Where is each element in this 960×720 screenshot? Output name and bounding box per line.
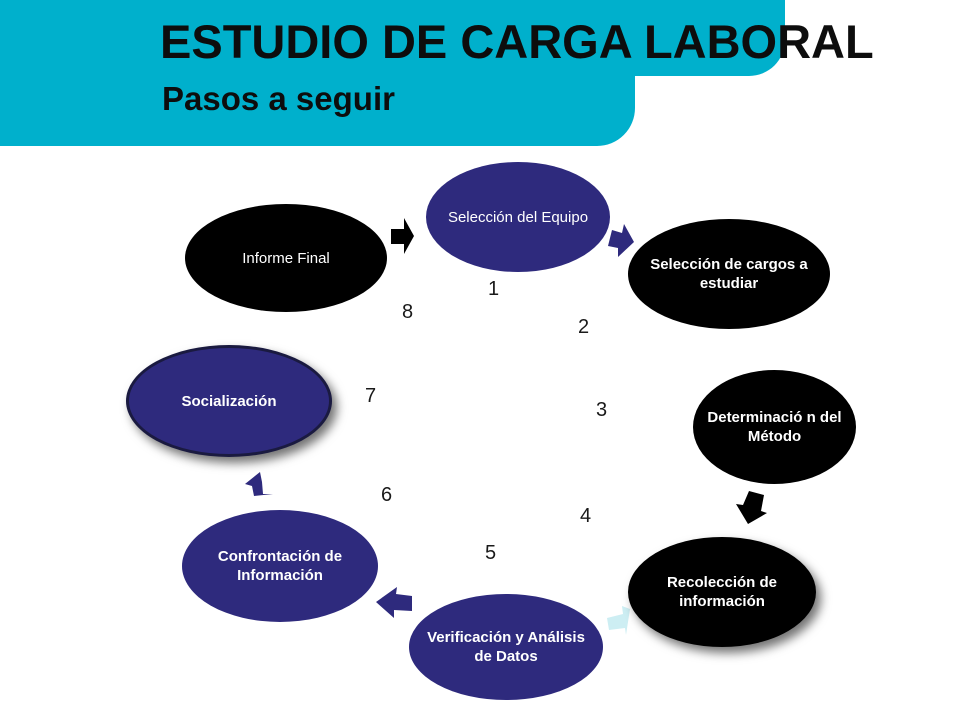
step-node-6: Confrontación de Información: [182, 510, 378, 622]
page-subtitle: Pasos a seguir: [162, 80, 395, 117]
arrow-1-to-2: [608, 224, 634, 257]
header-bar: [0, 0, 635, 146]
arrow-6-to-7: [245, 472, 273, 496]
page-title: ESTUDIO DE CARGA LABORAL: [160, 15, 874, 68]
step-number-7: 7: [365, 385, 377, 407]
step-label-4: Recolección de información: [666, 574, 778, 610]
step-node-1: Selección del Equipo: [426, 162, 610, 272]
step-node-3: Determinació n del Método: [693, 370, 856, 484]
step-node-5: Verificación y Análisis de Datos: [409, 594, 603, 700]
arrow-4-to-5: [607, 606, 630, 635]
step-number-4: 4: [580, 505, 592, 527]
step-node-8: Informe Final: [185, 204, 387, 312]
step-label-7: Socialización: [181, 392, 277, 410]
step-number-5: 5: [485, 542, 497, 564]
step-node-2: Selección de cargos a estudiar: [628, 219, 830, 329]
step-number-2: 2: [578, 316, 590, 338]
arrow-3-to-4: [736, 491, 767, 524]
step-label-6: Confrontación de Información: [217, 548, 343, 584]
step-label-5: Verificación y Análisis de Datos: [427, 629, 585, 665]
step-label-8: Informe Final: [242, 249, 330, 267]
step-node-4: Recolección de información: [628, 537, 816, 647]
step-number-3: 3: [596, 399, 608, 421]
arrow-5-to-6: [376, 587, 412, 618]
step-number-8: 8: [402, 301, 414, 323]
step-node-7: Socialización: [126, 345, 332, 457]
step-number-6: 6: [381, 484, 393, 506]
step-label-3: Determinació n del Método: [707, 409, 842, 445]
step-label-2: Selección de cargos a estudiar: [650, 256, 808, 292]
step-label-1: Selección del Equipo: [447, 208, 589, 226]
step-number-1: 1: [488, 278, 500, 300]
arrow-8-to-1: [391, 218, 414, 254]
